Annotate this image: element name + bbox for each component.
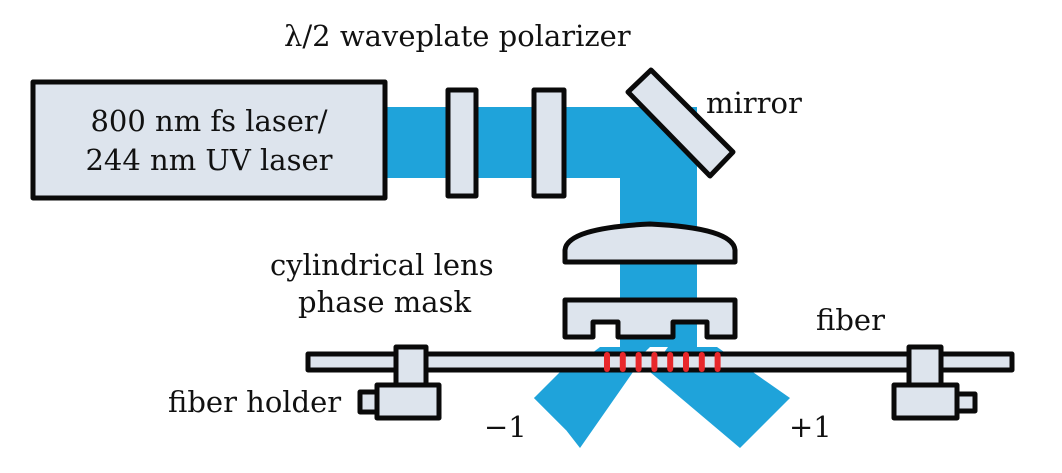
grating-fringe bbox=[683, 352, 689, 372]
beam-order-minus-1-tail bbox=[534, 354, 640, 448]
laser-source bbox=[30, 79, 388, 201]
waveplate-polarizer-label: λ/2 waveplate polarizer bbox=[284, 19, 631, 53]
holder-base bbox=[891, 382, 960, 421]
fiber-holder-left bbox=[357, 344, 442, 421]
polarizer bbox=[531, 87, 567, 199]
phase-mask-label: phase mask bbox=[298, 285, 471, 319]
phase-mask bbox=[562, 297, 738, 340]
grating-fringe bbox=[604, 352, 610, 372]
laser-label-line2: 244 nm UV laser bbox=[85, 143, 332, 177]
holder-base bbox=[374, 382, 442, 421]
grating-fringe bbox=[698, 352, 705, 372]
cylindrical-lens bbox=[562, 221, 738, 265]
fiber-label: fiber bbox=[816, 303, 885, 337]
laser-label-line1: 800 nm fs laser/ bbox=[90, 104, 327, 138]
order-plus-1-label: +1 bbox=[789, 410, 832, 444]
grating-fringe bbox=[667, 352, 674, 372]
order-minus-1-label: −1 bbox=[484, 410, 527, 444]
waveplate bbox=[445, 87, 479, 199]
holder-clamp bbox=[393, 344, 429, 388]
grating-fringe bbox=[651, 352, 658, 372]
cylindrical-lens-label: cylindrical lens bbox=[270, 248, 494, 282]
grating-fringe bbox=[635, 352, 642, 372]
grating-fringe bbox=[714, 352, 721, 372]
grating-fringe bbox=[619, 352, 626, 372]
mirror-label: mirror bbox=[706, 86, 802, 120]
fiber-bragg-grating bbox=[604, 352, 721, 372]
mirror bbox=[625, 67, 736, 179]
fiber-holder-right bbox=[891, 344, 978, 421]
holder-clamp bbox=[906, 344, 944, 388]
fiber-holder-label: fiber holder bbox=[168, 385, 341, 419]
fiber bbox=[305, 351, 1015, 373]
